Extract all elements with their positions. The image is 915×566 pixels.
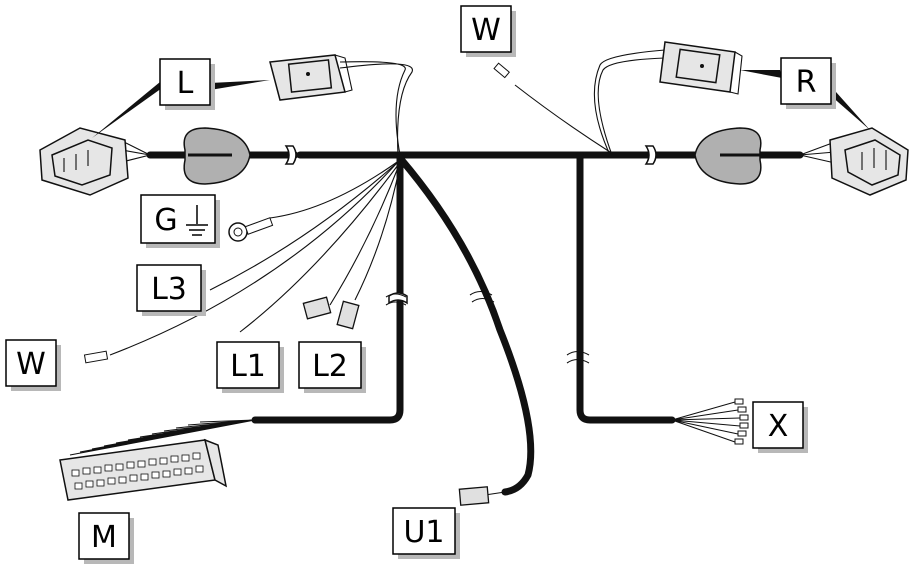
svg-text:M: M xyxy=(91,520,117,555)
svg-text:L: L xyxy=(177,66,194,101)
svg-text:W: W xyxy=(471,13,501,48)
upper-left-connector xyxy=(269,54,353,101)
thin-wire-fan xyxy=(109,49,666,356)
label-g: G xyxy=(140,194,220,248)
leader-lines xyxy=(92,70,870,138)
svg-text:L1: L1 xyxy=(230,349,266,384)
svg-text:W: W xyxy=(16,347,46,382)
svg-text:R: R xyxy=(796,65,817,100)
label-w-top: W xyxy=(460,5,516,57)
ground-ring-terminal xyxy=(228,217,274,242)
label-x: X xyxy=(752,401,808,453)
upper-right-connector xyxy=(659,41,743,95)
right-end-connector xyxy=(799,127,909,196)
m-connector xyxy=(59,419,256,501)
branch-to-m xyxy=(251,151,408,424)
u1-connector xyxy=(458,486,490,506)
left-end-connector xyxy=(39,127,151,196)
right-grommet xyxy=(694,127,762,185)
branch-to-u1 xyxy=(396,154,535,496)
label-u1: U1 xyxy=(392,507,460,559)
w-top-terminal xyxy=(493,62,510,79)
w-left-terminal xyxy=(83,350,109,364)
svg-text:U1: U1 xyxy=(403,515,444,550)
branch-to-x xyxy=(566,151,749,445)
l2-connector xyxy=(336,300,360,330)
label-r: R xyxy=(780,57,836,109)
label-l3: L3 xyxy=(136,264,206,316)
svg-text:L3: L3 xyxy=(151,272,187,307)
label-l1: L1 xyxy=(216,341,284,393)
svg-text:X: X xyxy=(768,409,789,444)
svg-text:G: G xyxy=(154,203,177,238)
l1-connector xyxy=(302,296,332,320)
x-wire-terminals xyxy=(734,398,749,445)
label-l2: L2 xyxy=(298,341,366,393)
svg-text:L2: L2 xyxy=(312,349,348,384)
label-l: L xyxy=(159,58,215,110)
label-m: M xyxy=(78,512,134,564)
left-grommet xyxy=(183,127,251,185)
label-w-left: W xyxy=(5,339,61,391)
ground-icon xyxy=(186,205,208,236)
